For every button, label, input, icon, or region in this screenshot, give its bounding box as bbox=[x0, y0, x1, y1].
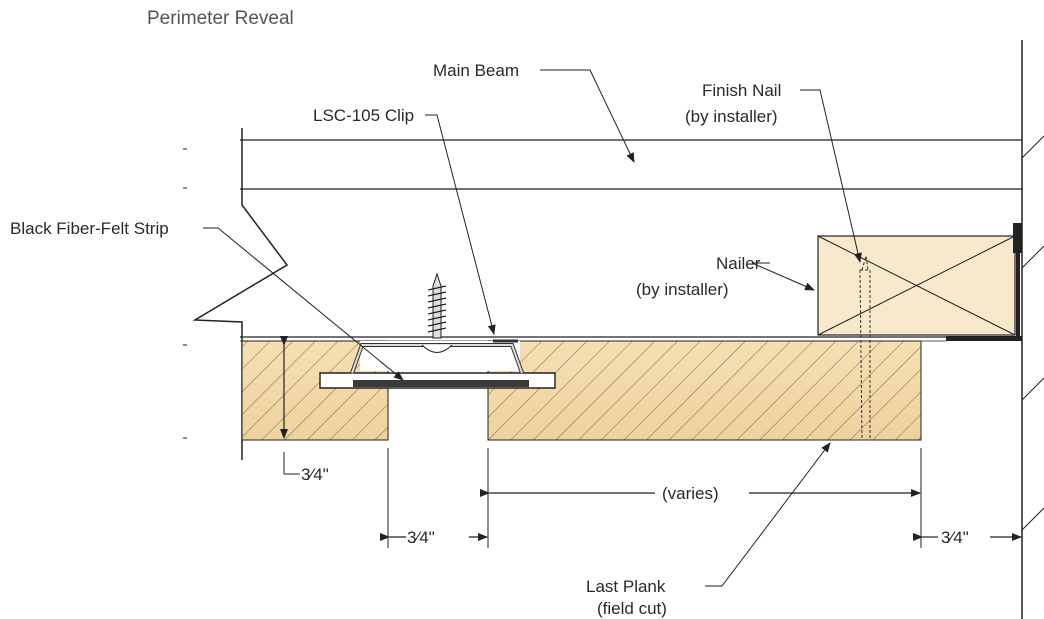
finish-nail bbox=[859, 255, 871, 441]
last-plank-sublabel: (field cut) bbox=[597, 599, 667, 618]
plank-thickness-label: 3⁄4" bbox=[301, 465, 329, 484]
dim-plank-thickness bbox=[280, 336, 300, 475]
diagram-title: Perimeter Reveal bbox=[147, 8, 294, 29]
felt-strip-label: Black Fiber-Felt Strip bbox=[10, 219, 169, 238]
gap-width-label: 3⁄4" bbox=[407, 528, 435, 547]
finish-nail-label: Finish Nail bbox=[702, 81, 781, 100]
last-plank-label: Last Plank bbox=[586, 577, 666, 596]
break-ticks bbox=[183, 148, 187, 439]
nailer-sublabel: (by installer) bbox=[636, 280, 729, 299]
last-plank bbox=[487, 340, 922, 441]
reveal-angle bbox=[946, 223, 1022, 341]
varies-label: (varies) bbox=[662, 484, 719, 503]
screw bbox=[421, 272, 453, 353]
clip-label: LSC-105 Clip bbox=[313, 106, 414, 125]
wall-hatch bbox=[1021, 135, 1044, 531]
reveal-width-label: 3⁄4" bbox=[941, 528, 969, 547]
extension-lines bbox=[387, 448, 922, 548]
nailer bbox=[817, 235, 1016, 336]
leader-lines bbox=[203, 69, 862, 587]
finish-nail-sublabel: (by installer) bbox=[685, 107, 778, 126]
main-beam-label: Main Beam bbox=[433, 61, 519, 80]
nailer-label: Nailer bbox=[716, 254, 761, 273]
